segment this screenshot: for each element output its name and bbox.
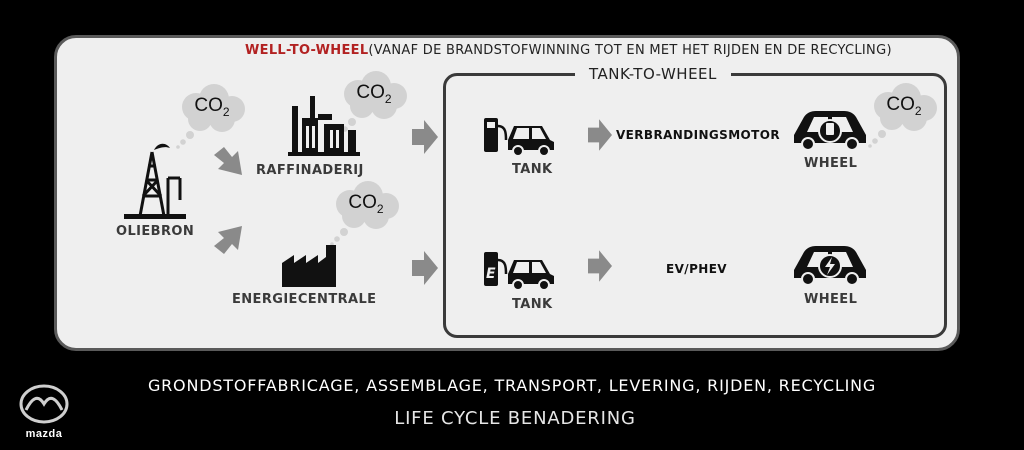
refinery-icon bbox=[288, 96, 360, 156]
car-engine-icon bbox=[794, 111, 866, 151]
label-verbrandingsmotor: VERBRANDINGSMOTOR bbox=[616, 128, 780, 142]
lifecycle-approach: LIFE CYCLE BENADERING bbox=[394, 408, 636, 429]
co2-label: CO2 bbox=[886, 94, 922, 118]
co2-label: CO2 bbox=[348, 192, 384, 216]
arrow-right-icon bbox=[412, 120, 438, 154]
lifecycle-steps: GRONDSTOFFABRICAGE, ASSEMBLAGE, TRANSPOR… bbox=[147, 376, 877, 395]
arrow-right-icon bbox=[588, 119, 612, 151]
label-wheel-top: WHEEL bbox=[804, 156, 858, 171]
co2-cloud-raffinaderij: CO2 bbox=[338, 70, 410, 136]
arrow-to-refinery-icon bbox=[214, 147, 242, 175]
fuel-pump-car-icon bbox=[484, 118, 554, 156]
well-to-wheel-title: WELL-TO-WHEEL(VANAF DE BRANDSTOFWINNING … bbox=[245, 43, 892, 58]
label-raffinaderij: RAFFINADERIJ bbox=[256, 163, 364, 178]
car-electric-icon bbox=[794, 246, 866, 286]
label-energiecentrale: ENERGIECENTRALE bbox=[232, 292, 377, 307]
co2-cloud-wheel: CO2 bbox=[868, 82, 940, 148]
arrow-right-icon bbox=[588, 250, 612, 282]
cloud-icon bbox=[868, 83, 937, 148]
cloud-icon bbox=[330, 181, 399, 246]
brand-name: mazda bbox=[25, 428, 63, 440]
tank-to-wheel-title: TANK-TO-WHEEL bbox=[575, 65, 731, 83]
co2-cloud-energiecentrale: CO2 bbox=[330, 180, 402, 246]
cloud-icon bbox=[338, 71, 407, 136]
well-to-wheel-description: (VANAF DE BRANDSTOFWINNING TOT EN MET HE… bbox=[368, 43, 892, 58]
co2-cloud-oliebron: CO2 bbox=[176, 83, 248, 149]
label-wheel-bottom: WHEEL bbox=[804, 292, 858, 307]
label-tank-top: TANK bbox=[512, 162, 553, 177]
co2-label: CO2 bbox=[194, 95, 230, 119]
label-oliebron: OLIEBRON bbox=[116, 224, 195, 239]
arrow-to-powerplant-icon bbox=[214, 226, 242, 254]
svg-text:E: E bbox=[486, 266, 496, 282]
label-ev-phev: EV/PHEV bbox=[666, 262, 727, 276]
label-tank-bottom: TANK bbox=[512, 297, 553, 312]
cloud-icon bbox=[176, 84, 245, 149]
oil-derrick-icon bbox=[124, 143, 186, 219]
power-plant-icon bbox=[282, 245, 336, 287]
co2-label: CO2 bbox=[356, 82, 392, 106]
well-to-wheel-label: WELL-TO-WHEEL bbox=[245, 43, 369, 58]
mazda-logo-icon bbox=[19, 384, 69, 424]
brand-logo: mazda bbox=[14, 384, 74, 440]
arrow-right-icon bbox=[412, 251, 438, 285]
charging-station-car-icon: E bbox=[484, 252, 554, 290]
